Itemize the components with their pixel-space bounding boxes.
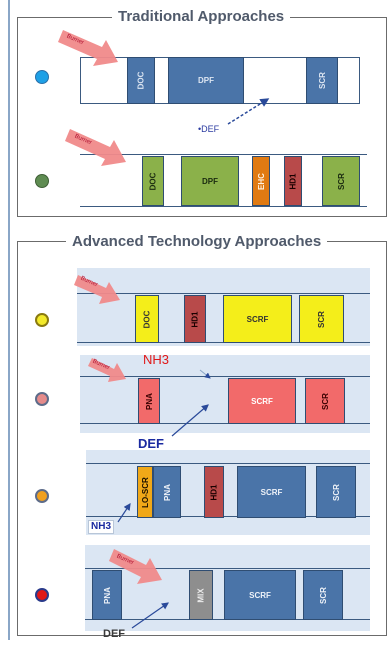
adv-row3-pipe [86,463,370,517]
adv-row4-def-arrow [131,602,169,629]
trad-row1-dot [35,70,49,84]
adv-row4-block-scrf: SCRF [224,570,296,620]
adv-row1-block-doc: DOC [135,295,159,343]
adv-row4-def-label: DEF [103,628,125,640]
trad-row2-burner-arrow [65,129,126,166]
adv-row3-nh3-label: NH3 [91,521,112,532]
adv-row2-def-arrow [171,404,209,437]
adv-row4-block-mix: MIX [189,570,213,620]
adv-row2-pipe [80,376,370,424]
adv-row2-block-pna: PNA [138,378,160,424]
adv-row2-nh3-arrow [199,369,211,379]
adv-row4-block-pna: PNA [92,570,122,620]
trad-row2-block-scr: SCR [322,156,360,206]
trad-row1-def-label: •DEF [198,124,220,134]
left-edge-line [8,0,10,640]
trad-row2-dot [35,174,49,188]
trad-row2-block-hd1: HD1 [284,156,302,206]
adv-row1-dot [35,313,49,327]
adv-row3-nh3-box [88,520,114,534]
adv-row2-nh3-label: NH3 [143,352,170,367]
adv-row2-block-scrf: SCRF [228,378,296,424]
trad-row1-block-dpf: DPF [168,57,244,104]
adv-row2-def-label: DEF [138,436,164,451]
adv-row1-burner-arrow [74,275,120,304]
trad-row2-block-doc: DOC [142,156,164,206]
adv-row3-block-scr: SCR [316,466,356,518]
adv-row4-burner-arrow [109,549,162,584]
adv-row3-block-hd1: HD1 [204,466,224,518]
adv-row3-block-lo-scr: LO-SCR [137,466,153,518]
adv-row3-dot [35,489,49,503]
trad-row1-burner-arrow [58,30,118,66]
trad-row2-block-ehc: EHC [252,156,270,206]
adv-row3-block-scrf: SCRF [237,466,306,518]
traditional-title: Traditional Approaches [112,8,291,25]
trad-row1-def-arrow [227,98,270,125]
adv-row3-block-pna: PNA [153,466,181,518]
advanced-title: Advanced Technology Approaches [66,233,328,250]
adv-row3-nh3-arrow [117,503,131,523]
adv-row1-block-hd1: HD1 [184,295,206,343]
adv-row2-block-scr: SCR [305,378,345,424]
adv-row2-dot [35,392,49,406]
trad-row2-block-dpf: DPF [181,156,239,206]
adv-row1-block-scr: SCR [299,295,344,343]
adv-row1-block-scrf: SCRF [223,295,292,343]
adv-row4-dot [35,588,49,602]
adv-row4-block-scr: SCR [303,570,343,620]
trad-row1-block-scr: SCR [306,57,338,104]
adv-row2-burner-arrow [88,358,126,382]
trad-row1-block-doc: DOC [127,57,155,104]
